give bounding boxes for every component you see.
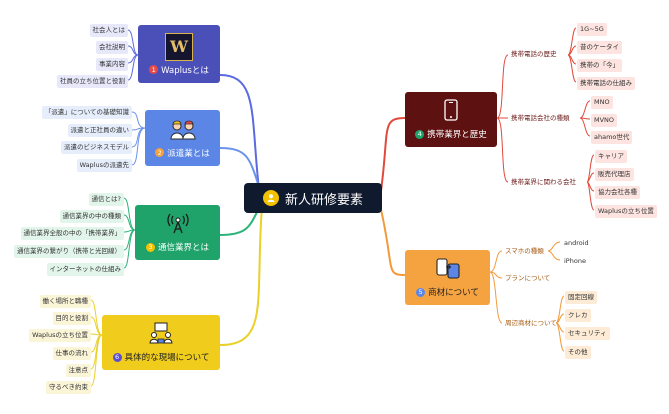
leaf-t4-1-2[interactable]: 昔のケータイ [577, 41, 622, 54]
leaf-t4-3-4[interactable]: Waplusの立ち位置 [595, 205, 657, 218]
leaf-t3-1[interactable]: 通信とは? [88, 193, 124, 206]
leaf-t1-2[interactable]: 会社説明 [96, 41, 128, 54]
meeting-icon [147, 322, 175, 348]
topic-title: 派遣業とは [167, 148, 210, 159]
leaf-t1-1[interactable]: 社会人とは [89, 24, 128, 37]
leaf-t2-2[interactable]: 派遣と正社員の違い [67, 124, 132, 137]
topic-title: Waplusとは [161, 65, 209, 76]
leaf-t4-3-3[interactable]: 協力会社各種 [595, 186, 640, 199]
leaf-t4-1-1[interactable]: 1G~5G [577, 23, 607, 36]
sub-t5-3[interactable]: 周辺商材について [505, 319, 557, 327]
leaf-t5-3-4[interactable]: その他 [565, 346, 591, 359]
leaf-t4-3-1[interactable]: キャリア [595, 150, 627, 163]
leaf-t4-3-2[interactable]: 販売代理店 [595, 168, 634, 181]
leaf-t4-2-1[interactable]: MNO [591, 96, 613, 109]
leaf-t5-3-3[interactable]: セキュリティ [565, 327, 610, 340]
leaf-t3-4[interactable]: 通信業界の繋がり（携帯と光回線） [14, 245, 124, 258]
antenna-icon [166, 212, 190, 238]
smartphone-icon [444, 99, 458, 125]
leaf-t5-1-1[interactable]: android [564, 239, 589, 247]
leaf-t4-1-4[interactable]: 携帯電話の仕組み [577, 77, 635, 90]
leaf-t5-3-2[interactable]: クレカ [565, 309, 591, 322]
leaf-t5-3-1[interactable]: 固定回線 [565, 291, 597, 304]
leaf-t3-3[interactable]: 通信業界全般の中の「携帯業界」 [20, 227, 124, 240]
leaf-t3-2[interactable]: 通信業界の中の種類 [59, 210, 124, 223]
central-title: 新人研修要素 [284, 192, 363, 208]
devices-icon [435, 257, 461, 283]
topic-title: 通信業界とは [157, 243, 209, 253]
leaf-t6-6[interactable]: 守るべき約束 [46, 381, 91, 394]
workers-icon [168, 118, 198, 144]
leaf-t6-4[interactable]: 仕事の流れ [52, 347, 91, 360]
leaf-t1-3[interactable]: 事業内容 [96, 58, 128, 71]
person-icon [262, 190, 279, 206]
topic-title: 具体的な現場について [124, 353, 210, 363]
waplus-logo: W [165, 32, 193, 61]
sub-t5-1[interactable]: スマホの種類 [505, 247, 544, 255]
leaf-t2-1[interactable]: 「派遣」についての基礎知識 [41, 106, 132, 119]
leaf-t6-3[interactable]: Waplusの立ち位置 [29, 329, 91, 342]
leaf-t6-2[interactable]: 目的と役割 [52, 312, 91, 325]
topic-title: 商材について [428, 288, 479, 298]
leaf-t4-2-3[interactable]: ahamo世代 [591, 131, 633, 144]
leaf-t4-2-2[interactable]: MVNO [591, 114, 618, 127]
sub-t5-2[interactable]: プランについて [505, 274, 551, 282]
sub-t4-2[interactable]: 携帯電話会社の種類 [511, 114, 570, 122]
topic-title: 携帯業界と歴史 [427, 130, 487, 140]
leaf-t2-3[interactable]: 派遣のビジネスモデル [61, 141, 132, 154]
sub-t4-1[interactable]: 携帯電話の歴史 [511, 50, 557, 58]
leaf-t6-5[interactable]: 注意点 [65, 364, 91, 377]
leaf-t1-4[interactable]: 社員の立ち位置と役割 [57, 75, 128, 88]
leaf-t5-1-2[interactable]: iPhone [564, 257, 586, 265]
sub-t4-3[interactable]: 携帯業界に関わる会社 [511, 178, 576, 186]
leaf-t4-1-3[interactable]: 携帯の「今」 [577, 59, 622, 72]
leaf-t2-4[interactable]: Waplusの派遣先 [76, 159, 132, 172]
leaf-t3-5[interactable]: インターネットの仕組み [46, 263, 124, 276]
central-topic[interactable]: 新人研修要素 [244, 183, 382, 213]
leaf-t6-1[interactable]: 働く場所と職種 [39, 295, 91, 308]
